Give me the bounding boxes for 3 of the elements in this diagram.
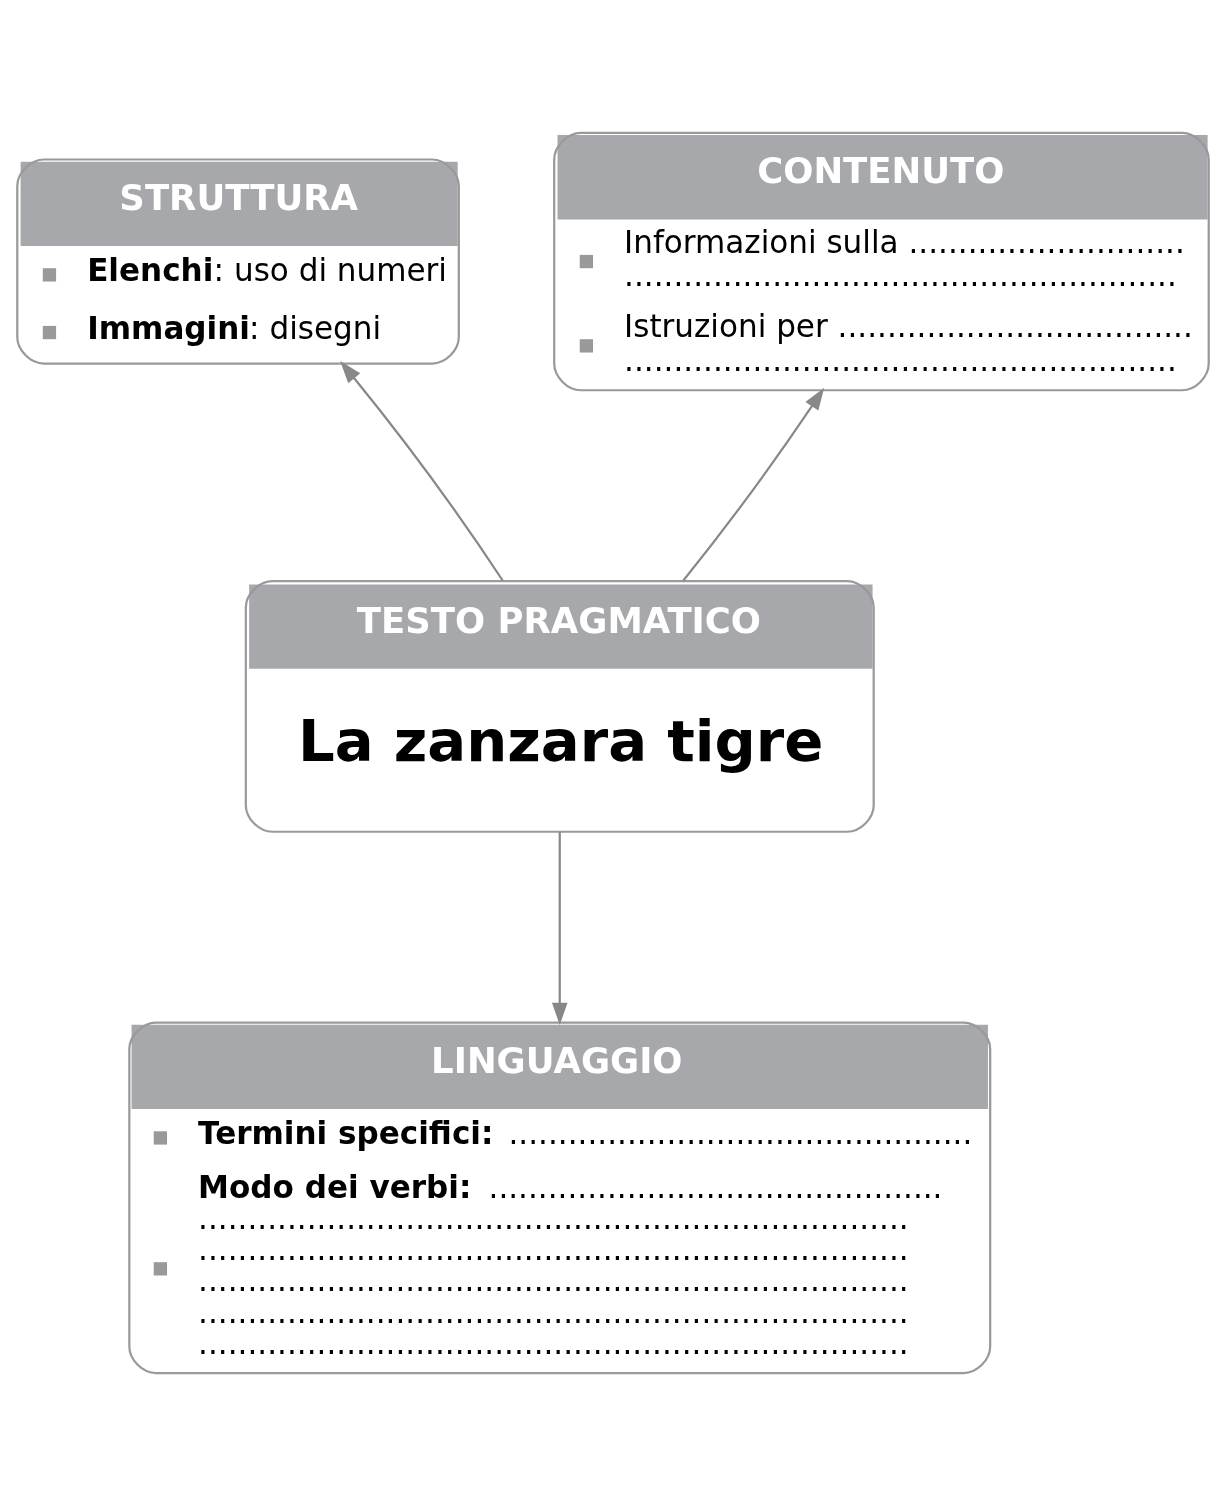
arrow (551, 832, 568, 1026)
arrow (340, 361, 504, 581)
arrow (682, 387, 825, 582)
